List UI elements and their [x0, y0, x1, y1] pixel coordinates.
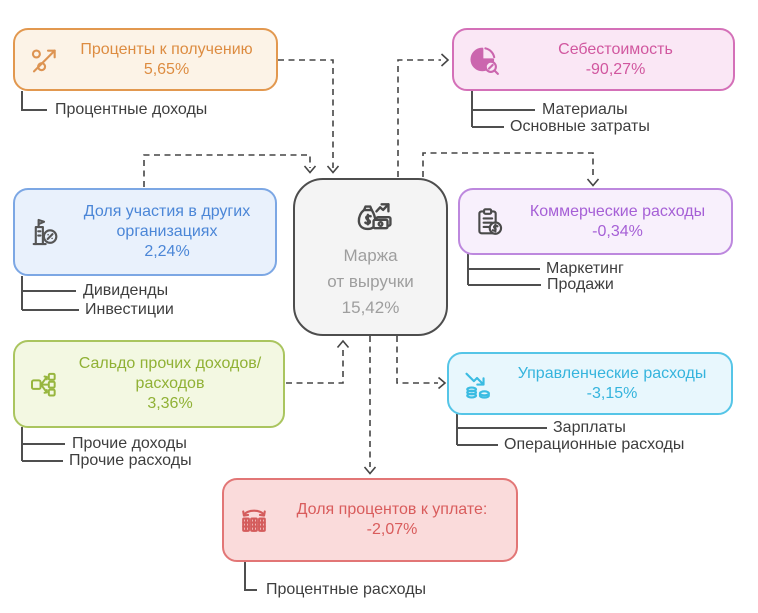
- child-label: Операционные расходы: [504, 436, 685, 453]
- child-label: Прочие расходы: [69, 452, 192, 469]
- node-other-income-expenses[interactable]: Сальдо прочих доходов/расходов 3,36%: [13, 340, 285, 428]
- node-value: -3,15%: [586, 384, 638, 402]
- child-label: Маркетинг: [546, 260, 624, 277]
- arrowhead-down: [363, 466, 377, 475]
- node-value: 2,24%: [144, 243, 190, 260]
- child-label: Инвестиции: [85, 301, 174, 318]
- arrowhead-down: [586, 178, 600, 187]
- node-title: Себестоимость: [558, 40, 673, 58]
- node-title: Управленческие расходы: [517, 364, 707, 382]
- tree-administrative-expenses: [456, 414, 547, 446]
- link-other-to-margin: [286, 347, 344, 384]
- node-cost-of-sales[interactable]: Себестоимость -90,27%: [452, 28, 735, 91]
- flow-split-icon: [28, 368, 60, 400]
- arrowhead-up: [336, 339, 350, 349]
- link-margin-to-commercial: [422, 152, 594, 179]
- node-value: -90,27%: [585, 60, 646, 78]
- node-administrative-expenses[interactable]: Управленческие расходы -3,15%: [447, 352, 733, 415]
- tree-commercial-expenses: [467, 254, 541, 286]
- tree-equity-participation: [21, 276, 79, 311]
- arrowhead-down: [303, 165, 317, 174]
- link-margin-to-admin: [396, 336, 438, 384]
- node-interest-receivable[interactable]: Проценты к получению 5,65%: [13, 28, 278, 91]
- arrowhead-right: [440, 53, 450, 67]
- tree-interest-payable: [244, 561, 257, 591]
- child-label: Продажи: [547, 276, 614, 293]
- node-value: 5,65%: [143, 60, 190, 78]
- child-label: Процентные доходы: [55, 101, 208, 118]
- center-value: 15,42%: [341, 298, 400, 317]
- node-commercial-expenses[interactable]: Коммерческие расходы -0,34%: [458, 188, 733, 255]
- arrowhead-down: [326, 165, 340, 174]
- node-title: Коммерческие расходы: [529, 202, 706, 220]
- link-margin-to-cost: [397, 59, 441, 177]
- child-label: Материалы: [542, 101, 628, 118]
- center-title-line2: от выручки: [327, 272, 414, 291]
- node-interest-payable[interactable]: Доля процентов к уплате: -2,07%: [222, 478, 518, 562]
- arrowhead-right: [437, 376, 447, 390]
- bank-columns-swap-icon: [237, 503, 271, 537]
- link-interest-to-margin: [278, 59, 334, 168]
- child-label: Дивиденды: [83, 282, 169, 299]
- tree-interest-receivable: [21, 91, 47, 111]
- node-equity-participation[interactable]: Доля участия в других организациях 2,24%: [13, 188, 277, 276]
- node-title: Проценты к получению: [80, 40, 253, 58]
- child-label: Процентные расходы: [266, 581, 427, 598]
- link-equity-to-margin: [143, 154, 311, 187]
- node-title: Доля участия в других организациях: [83, 203, 251, 240]
- tree-cost-of-sales: [471, 91, 535, 128]
- tree-other-income-expenses: [21, 427, 65, 462]
- node-title: Доля процентов к уплате:: [296, 501, 488, 518]
- center-title-line1: Маржа: [343, 246, 398, 265]
- node-title: Сальдо прочих доходов/расходов: [78, 355, 262, 392]
- pie-search-icon: [467, 43, 501, 77]
- node-value: -0,34%: [592, 222, 643, 240]
- percent-trend-icon: [28, 44, 60, 76]
- node-value: -2,07%: [366, 521, 418, 538]
- money-bag-icon: [348, 193, 394, 237]
- coins-decline-icon: [462, 367, 496, 401]
- child-label: Прочие доходы: [72, 435, 187, 452]
- node-value: 3,36%: [147, 395, 193, 412]
- building-percent-icon: [28, 215, 62, 249]
- child-label: Зарплаты: [553, 419, 626, 436]
- child-label: Основные затраты: [510, 118, 650, 135]
- clipboard-dollar-icon: [473, 205, 507, 239]
- node-revenue-margin[interactable]: Маржа от выручки 15,42%: [293, 178, 448, 336]
